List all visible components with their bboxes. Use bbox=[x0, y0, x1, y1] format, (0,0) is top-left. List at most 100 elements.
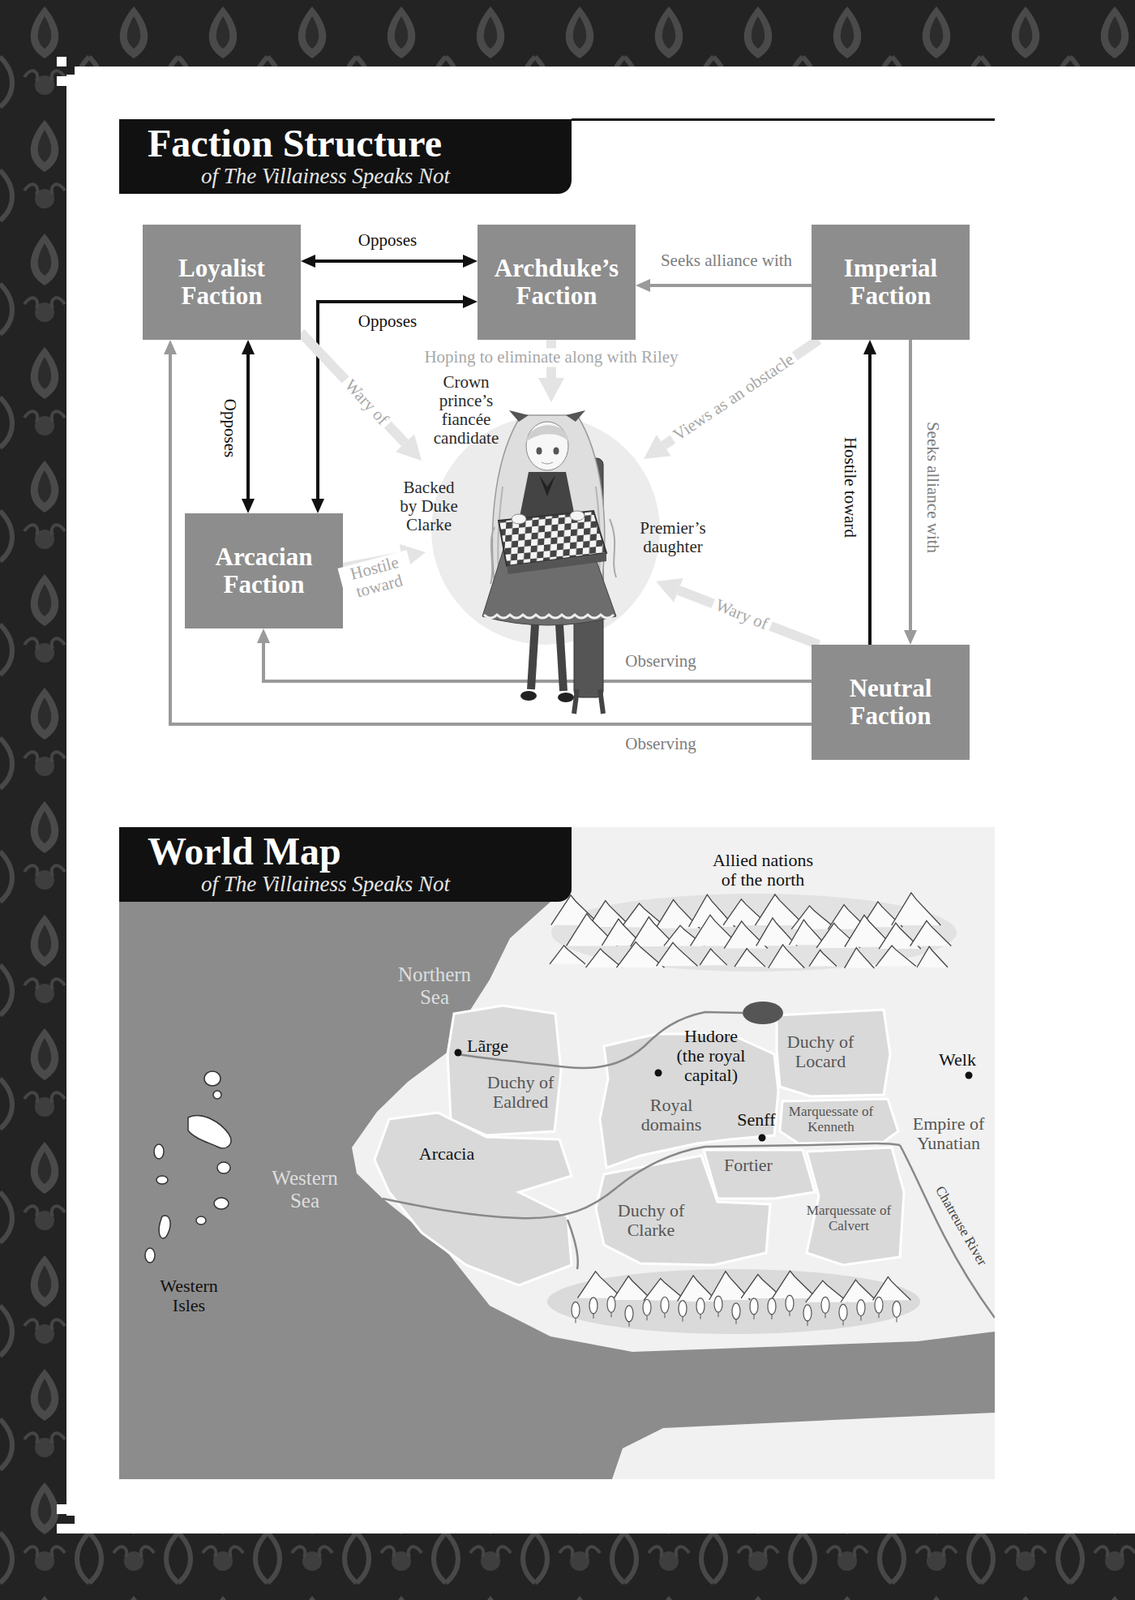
tree-trunk bbox=[771, 1314, 773, 1320]
edge-label: Opposes bbox=[355, 231, 420, 250]
tree bbox=[714, 1295, 723, 1312]
map-label: Western Sea bbox=[264, 1166, 346, 1212]
tree-trunk bbox=[682, 1316, 684, 1322]
tree bbox=[767, 1297, 776, 1315]
mountain-peak bbox=[875, 945, 917, 966]
tree-trunk bbox=[611, 1311, 613, 1317]
faction-box: Imperial Faction bbox=[811, 224, 970, 340]
connector bbox=[246, 354, 250, 499]
node-label: Archduke’s Faction bbox=[483, 254, 630, 310]
mountain-peak bbox=[891, 892, 942, 926]
mountain-peak bbox=[586, 948, 623, 968]
map-label: Empire of Yunatian bbox=[899, 1113, 998, 1153]
western-isles bbox=[145, 1070, 232, 1263]
subtitle: of The Villainess Speaks Not bbox=[201, 164, 450, 189]
tree bbox=[660, 1296, 669, 1313]
page bbox=[66, 66, 1135, 1534]
node-label: Imperial Faction bbox=[818, 254, 964, 310]
mountain-peak bbox=[844, 947, 875, 968]
tree bbox=[625, 1305, 634, 1322]
edge-label: Opposes bbox=[355, 312, 420, 331]
map-label: Senff bbox=[736, 1109, 776, 1130]
tree bbox=[589, 1297, 598, 1314]
map-label: Duchy of Locard bbox=[775, 1032, 866, 1071]
tree bbox=[607, 1295, 616, 1312]
faction-box: Loyalist Faction bbox=[142, 224, 301, 340]
edge-label: Observing bbox=[621, 734, 700, 754]
node-label: Neutral Faction bbox=[818, 674, 964, 730]
mountain-peak bbox=[754, 894, 805, 926]
mountain-peak bbox=[616, 942, 664, 968]
edge-label: Observing bbox=[621, 651, 700, 671]
tree bbox=[678, 1300, 687, 1317]
mountain-peak bbox=[699, 948, 728, 965]
mountain-peak bbox=[788, 919, 826, 945]
tree bbox=[856, 1299, 866, 1316]
mountain-peak bbox=[549, 945, 586, 964]
tree bbox=[785, 1294, 794, 1311]
northern-mountains bbox=[549, 892, 951, 968]
mountain-haze bbox=[551, 893, 957, 972]
tree-trunk bbox=[896, 1316, 898, 1322]
edge-label: Hostile toward bbox=[338, 549, 417, 604]
map-label: Fortier bbox=[723, 1155, 773, 1175]
faction-box: Neutral Faction bbox=[811, 644, 970, 760]
tree bbox=[874, 1296, 883, 1313]
mountain-peak bbox=[809, 949, 837, 966]
edge-label: Wary of bbox=[710, 594, 775, 635]
tree bbox=[732, 1302, 741, 1320]
land bbox=[351, 826, 995, 1352]
southern-mountains bbox=[571, 1270, 911, 1327]
mountain-peak bbox=[656, 942, 699, 966]
subtitle: World Map bbox=[147, 830, 342, 874]
connector bbox=[678, 590, 819, 645]
circle-ground bbox=[431, 415, 660, 645]
map-label: Northern Sea bbox=[389, 963, 480, 1008]
map-label: Chatreuse River bbox=[931, 1183, 990, 1269]
tree bbox=[696, 1297, 705, 1315]
node-label: Loyalist Faction bbox=[149, 254, 295, 310]
mountain-peak bbox=[840, 1279, 879, 1303]
tree-trunk bbox=[825, 1312, 827, 1318]
tree bbox=[821, 1296, 830, 1313]
connector bbox=[650, 283, 812, 287]
tree bbox=[839, 1303, 848, 1320]
map-label: Welk bbox=[938, 1049, 977, 1070]
edge-label: Seeks alliance with bbox=[657, 251, 796, 270]
tree bbox=[642, 1298, 652, 1315]
tree-trunk bbox=[718, 1311, 720, 1317]
map-label: Arcacia bbox=[419, 1143, 475, 1164]
tree-trunk bbox=[593, 1313, 595, 1319]
mountain-peak bbox=[771, 1270, 817, 1298]
edge-label: Opposes bbox=[219, 395, 239, 461]
tree-trunk bbox=[789, 1310, 791, 1316]
connector bbox=[908, 339, 913, 630]
southern-land bbox=[612, 1412, 995, 1479]
edge-label: Views as an obstacle bbox=[667, 347, 801, 446]
title: Faction Structure bbox=[147, 122, 442, 166]
regions bbox=[374, 1005, 904, 1285]
tree-trunk bbox=[700, 1314, 702, 1320]
tree-trunk bbox=[878, 1312, 880, 1318]
connector bbox=[300, 332, 405, 443]
map-label: Marquessate of Kenneth bbox=[788, 1104, 874, 1135]
map-label: Duchy of Clarke bbox=[610, 1200, 692, 1240]
tree-trunk bbox=[807, 1320, 809, 1326]
map-label: Duchy of Ealdred bbox=[475, 1072, 566, 1112]
connector bbox=[315, 259, 463, 263]
tree bbox=[892, 1300, 901, 1317]
node-label: Premier’s daughter bbox=[632, 518, 714, 557]
tree-trunk bbox=[646, 1314, 648, 1320]
map-label: Royal domains bbox=[630, 1095, 712, 1135]
mountain-peak bbox=[916, 946, 948, 968]
title-banners bbox=[119, 118, 995, 902]
forest-haze bbox=[547, 1268, 921, 1334]
tree bbox=[803, 1304, 812, 1321]
edge-label: Seeks alliance with bbox=[922, 418, 942, 557]
tree-trunk bbox=[736, 1319, 737, 1324]
edge-label: Wary of bbox=[338, 372, 395, 431]
tree bbox=[749, 1297, 759, 1315]
tree-trunk bbox=[860, 1315, 862, 1321]
tree bbox=[571, 1301, 580, 1318]
tree-trunk bbox=[629, 1321, 630, 1327]
